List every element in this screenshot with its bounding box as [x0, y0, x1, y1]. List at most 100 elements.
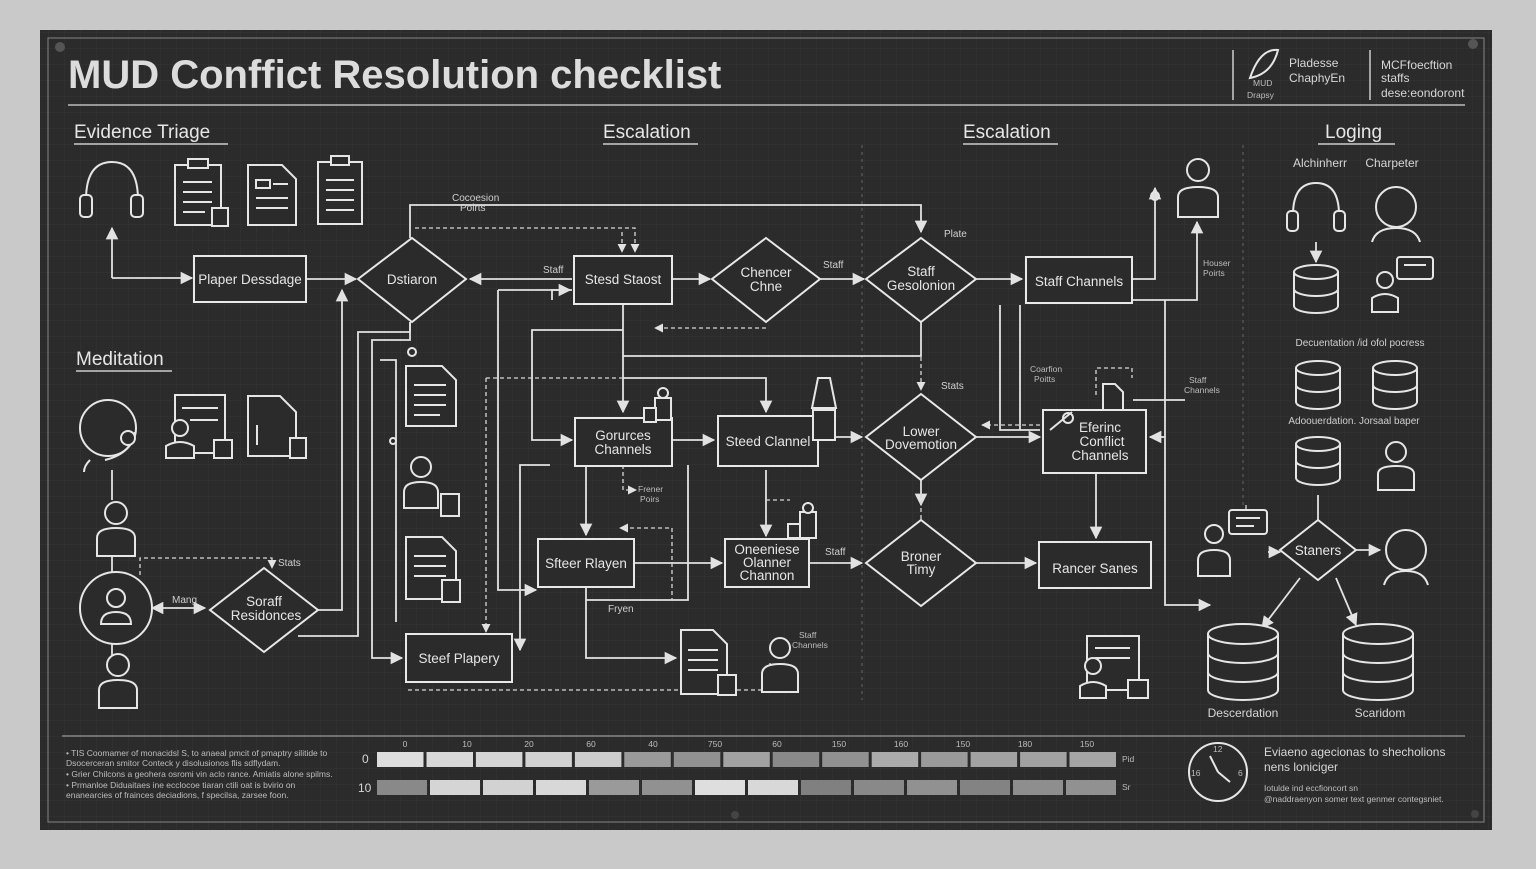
chat-user-icon	[1371, 256, 1434, 313]
svg-text:Poirs: Poirs	[640, 494, 659, 504]
node-staners: Staners	[1278, 518, 1358, 582]
svg-text:Pladesse: Pladesse	[1289, 56, 1339, 70]
svg-text:Gesolonion: Gesolonion	[887, 278, 955, 293]
progress-segment	[921, 752, 968, 767]
progress-segment	[854, 780, 904, 795]
label-staff-channels: Staff	[1189, 375, 1207, 385]
svg-text:Plaper Dessdage: Plaper Dessdage	[198, 272, 302, 287]
svg-text:Eferinc: Eferinc	[1079, 420, 1121, 435]
svg-text:• TIS Coomamer of monacidsl S,: • TIS Coomamer of monacidsl S, to anaeal…	[66, 748, 328, 758]
logging-db1: Descerdation	[1208, 706, 1279, 720]
progress-segment	[695, 780, 745, 795]
svg-text:Channels: Channels	[1184, 385, 1220, 395]
database-icon-4	[1295, 436, 1341, 486]
label-frener: Frener	[638, 484, 663, 494]
feather-logo-icon	[1248, 48, 1280, 80]
footer-right-small-2: @naddraenyon somer text genmer contegsni…	[1264, 794, 1444, 804]
progress-segment	[475, 752, 523, 767]
progress-segment	[801, 780, 851, 795]
svg-text:Staners: Staners	[1295, 543, 1342, 558]
svg-text:MCFfoecftion: MCFfoecftion	[1381, 58, 1452, 72]
headset-icon-2	[1286, 181, 1346, 232]
document-icon-4	[405, 536, 461, 603]
svg-text:• Prmanloe Diduaitaes ine eccl: • Prmanloe Diduaitaes ine ecclocoe tiara…	[66, 780, 296, 790]
logging-col2: Charpeter	[1365, 156, 1418, 170]
node-staff-gesolonion: Staff Gesolonion	[864, 236, 978, 324]
label-plate: Plate	[944, 229, 967, 240]
row1-label: 0	[362, 752, 369, 766]
progress-segment	[907, 780, 957, 795]
row2-end: Sr	[1122, 782, 1131, 792]
page-title: MUD Conffict Resolution checklist	[68, 53, 721, 97]
svg-text:Oneeniese: Oneeniese	[734, 542, 799, 557]
svg-text:Gorurces: Gorurces	[595, 428, 651, 443]
progress-segment	[960, 780, 1010, 795]
scale-tick: 10	[462, 739, 472, 749]
progress-segment	[871, 752, 919, 767]
logo-block: Pladesse ChaphyEn MUD Drapsy MCFfoecftio…	[1232, 48, 1465, 100]
section-escalation-1: Escalation	[603, 122, 691, 143]
progress-segment	[536, 780, 586, 795]
svg-text:Rancer Sanes: Rancer Sanes	[1052, 561, 1138, 576]
progress-segment	[377, 752, 424, 767]
user-outline-icon-2	[1383, 529, 1429, 586]
label-staff-channels-2: Staff	[799, 630, 817, 640]
node-staff-channels: Staff Channels	[1025, 256, 1133, 304]
node-player-message: Plaper Dessdage	[193, 255, 307, 303]
profile-card-icon	[165, 394, 233, 459]
footer-right-text-2: nens loniciger	[1264, 760, 1338, 774]
footer-notes: • TIS Coomamer of monacidsl S, to anaeal…	[66, 748, 333, 800]
clipboard-icon	[174, 158, 229, 227]
progress-segment	[673, 752, 721, 767]
node-soraff-residonces: Soraff Residonces	[208, 566, 320, 654]
label-mang: Mang	[172, 595, 197, 606]
node-chencer-chne: Chencer Chne	[710, 236, 822, 324]
svg-text:Channels: Channels	[1071, 448, 1128, 463]
label-cocoesion: Cocoesion	[452, 193, 499, 204]
user-outline-icon	[1371, 186, 1421, 243]
node-sfteer-rlayen: Sfteer Rlayen	[537, 538, 635, 588]
progress-segment	[748, 780, 798, 795]
svg-text:Channon: Channon	[740, 568, 795, 583]
svg-text:ChaphyEn: ChaphyEn	[1289, 71, 1345, 85]
profile-card-icon-2	[1079, 635, 1149, 699]
svg-text:Dstiaron: Dstiaron	[387, 272, 437, 287]
section-logging: Loging	[1325, 122, 1382, 143]
svg-text:Olanner: Olanner	[743, 555, 792, 570]
scale-tick: 150	[832, 739, 846, 749]
user-icon	[96, 501, 136, 557]
document-icon-2	[247, 395, 307, 459]
edit-document-icon	[1049, 383, 1124, 431]
svg-text:dese:eondoront: dese:eondoront	[1381, 86, 1465, 100]
row2-label: 10	[358, 781, 372, 795]
svg-text:Dsocerceran smitor Conteck y d: Dsocerceran smitor Conteck y disolusiono…	[66, 758, 280, 768]
progress-segment	[525, 752, 572, 767]
user-icon-4	[1150, 158, 1219, 218]
scale-tick: 60	[586, 739, 596, 749]
svg-text:Stesd Staost: Stesd Staost	[585, 272, 662, 287]
node-oneeniese-olanner: Oneeniese Olanner Channon	[724, 538, 810, 588]
svg-text:Staff Channels: Staff Channels	[1035, 274, 1124, 289]
svg-text:16: 16	[1191, 768, 1201, 778]
database-icon-1	[1293, 264, 1339, 314]
svg-text:Steed Clannel: Steed Clannel	[726, 434, 811, 449]
database-icon-2	[1295, 360, 1341, 410]
clock-icon: 12 16 6	[1188, 742, 1248, 802]
lamp-icon	[810, 377, 838, 441]
label-houser: Houser	[1203, 258, 1231, 268]
label-stats-2: Stats	[278, 558, 301, 569]
node-steed-clannel: Steed Clannel	[717, 415, 819, 467]
node-dstiaron: Dstiaron	[356, 236, 468, 324]
database-icon-3	[1372, 360, 1418, 410]
svg-text:Conflict: Conflict	[1079, 434, 1124, 449]
footer-right-small-1: Iotulde ind eccfioncort sn	[1264, 783, 1358, 793]
logging-doc-label: Decuentation /id ofol pocress	[1296, 338, 1425, 349]
svg-text:Sfteer Rlayen: Sfteer Rlayen	[545, 556, 627, 571]
user-icon-2	[98, 653, 138, 709]
database-icon-6	[1342, 623, 1414, 701]
svg-text:Drapsy: Drapsy	[1247, 90, 1275, 100]
section-meditation: Meditation	[76, 349, 164, 370]
svg-text:Channels: Channels	[594, 442, 651, 457]
